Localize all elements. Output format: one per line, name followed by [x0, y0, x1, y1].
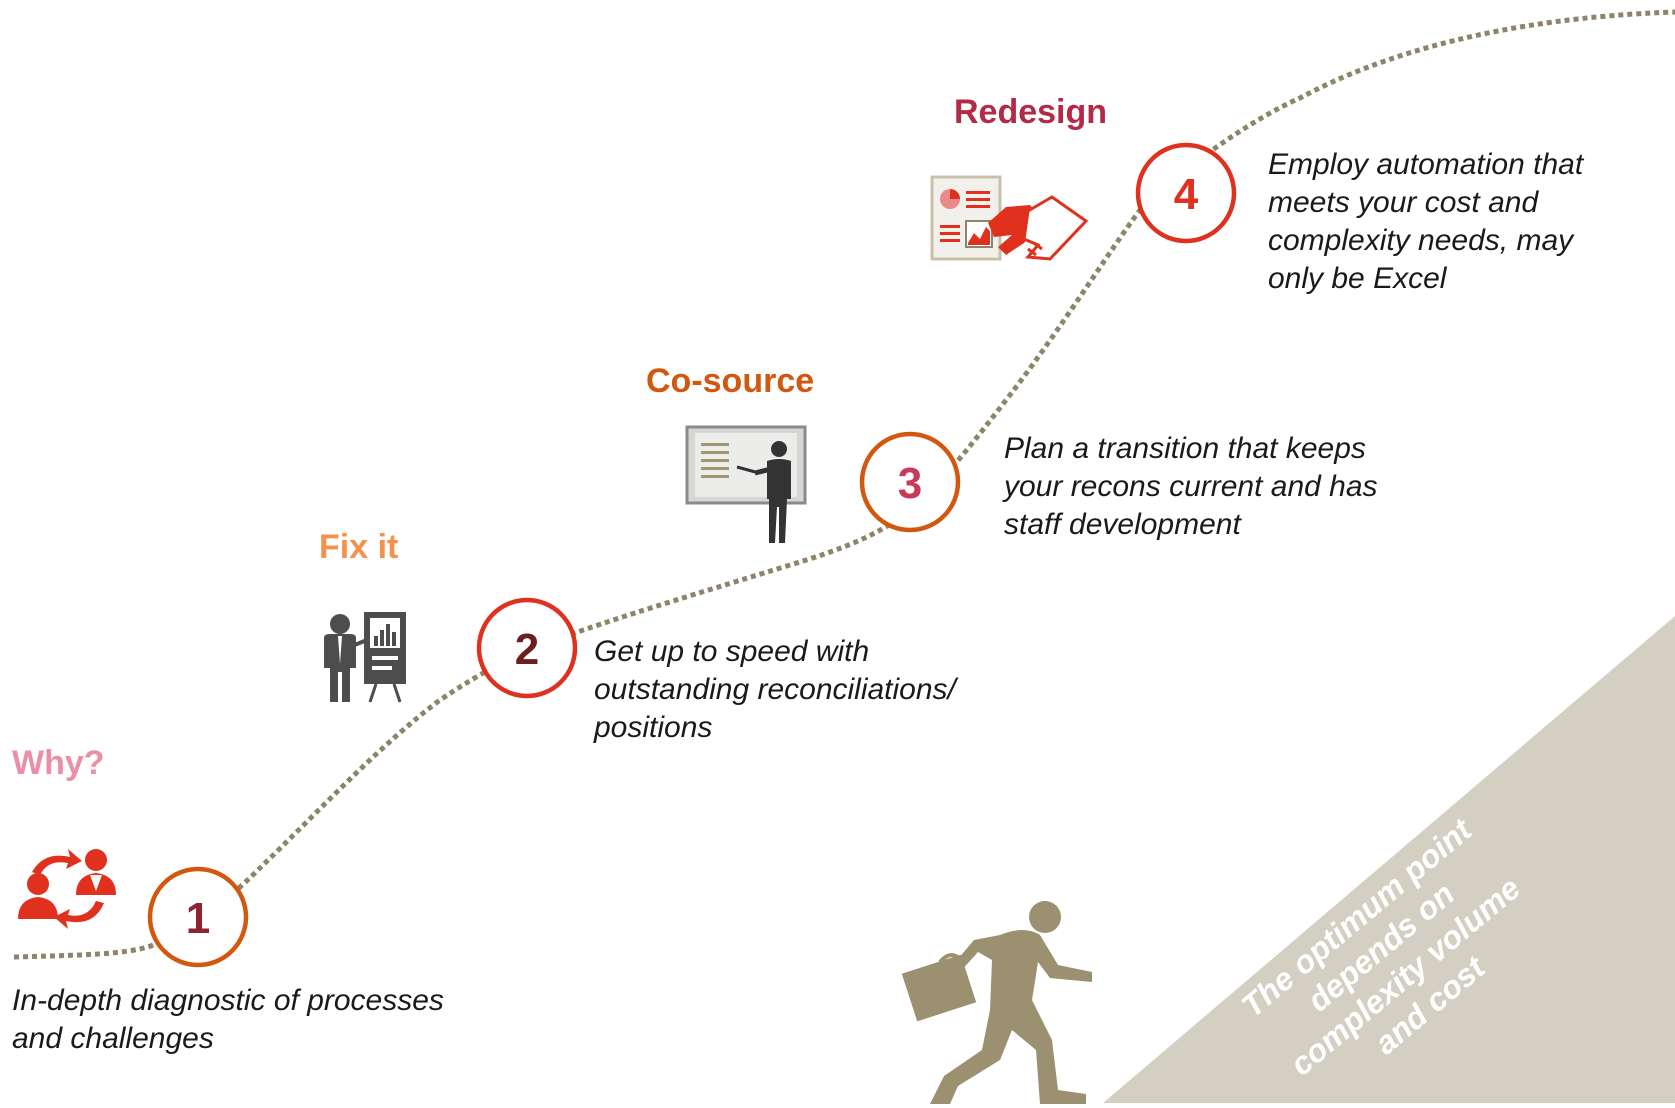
step-1-ring [147, 866, 249, 968]
step-2-description: Get up to speed with outstanding reconci… [594, 635, 956, 744]
step-1-title: Why? [12, 744, 105, 782]
step-1-number: 1 [186, 894, 210, 943]
step-4-number: 4 [1174, 170, 1199, 219]
trainer-whiteboard-icon [685, 425, 807, 543]
running-businessman-icon [901, 901, 1092, 1104]
step-4-ring [1135, 142, 1237, 244]
progress-path [13, 9, 1675, 960]
presenter-chart-icon [324, 612, 406, 703]
step-4-description: Employ automation that meets your cost a… [1268, 148, 1584, 295]
step-3-title: Co-source [646, 362, 815, 400]
step-2-number: 2 [515, 625, 539, 674]
document-handshake-icon [930, 175, 1089, 261]
people-exchange-icon [18, 849, 116, 929]
callout-triangle [1103, 616, 1675, 1103]
step-2-ring [476, 597, 578, 699]
step-4-title: Redesign [954, 93, 1108, 131]
step-1-description: In-depth diagnostic of processes and cha… [12, 984, 444, 1055]
step-3-description: Plan a transition that keeps your recons… [1004, 432, 1378, 541]
step-3-ring [859, 431, 961, 533]
step-3-number: 3 [898, 459, 922, 508]
step-2-title: Fix it [319, 528, 399, 566]
